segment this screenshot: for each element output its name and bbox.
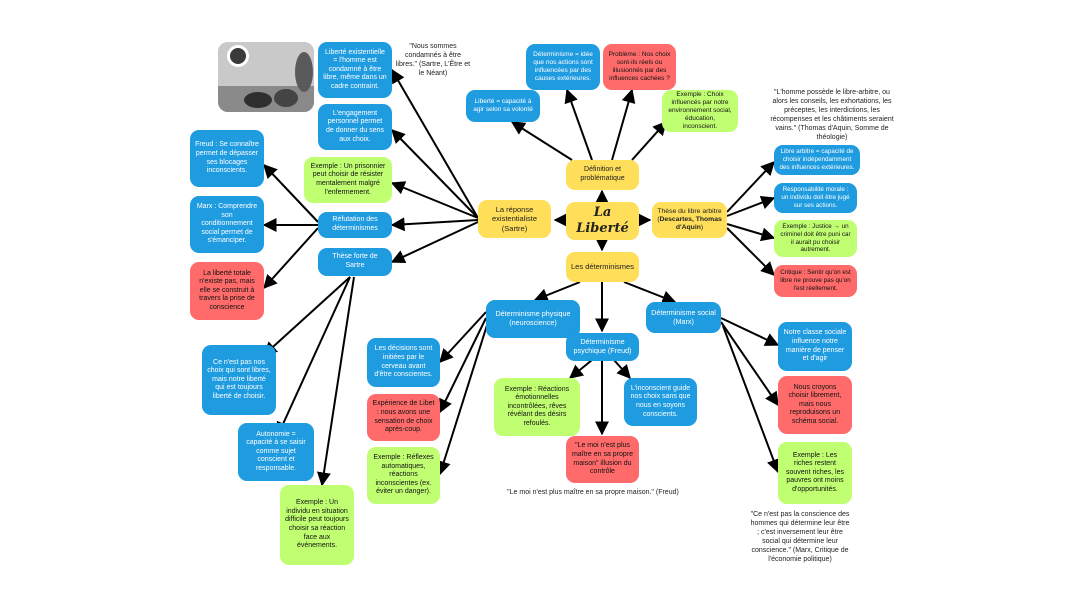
riches-example[interactable]: Exemple : Les riches restent souvent ric… xyxy=(778,442,852,504)
sartre-photo xyxy=(218,42,314,112)
liberte-construite[interactable]: La liberté totale n'existe pas, mais ell… xyxy=(190,262,264,320)
prisonnier-example[interactable]: Exemple : Un prisonnier peut choisir de … xyxy=(304,157,392,203)
sartre-quote: "Nous sommes condamnés à être libres." (… xyxy=(395,43,471,78)
critique-node[interactable]: Critique : Sentir qu'on est libre ne pro… xyxy=(774,265,857,297)
responsabilite-node[interactable]: Responsabilité morale : un individu doit… xyxy=(774,183,857,213)
engagement-node[interactable]: L'engagement personnel permet de donner … xyxy=(318,104,392,150)
determinisme-social[interactable]: Déterminisme social (Marx) xyxy=(646,302,721,333)
inconscient-node[interactable]: L'inconscient guide nos choix sans que n… xyxy=(624,378,697,426)
determinismes-node[interactable]: Les déterminismes xyxy=(566,252,639,282)
reflexes-example[interactable]: Exemple : Réflexes automatiques, réactio… xyxy=(367,447,440,504)
libre-arbitre-authors: Descartes, Thomas d'Aquin xyxy=(659,215,722,232)
determinisme-psychique[interactable]: Déterminisme psychique (Freud) xyxy=(566,333,639,361)
liberte-existentielle[interactable]: Liberté existentielle = l'homme est cond… xyxy=(318,42,392,98)
reactions-example[interactable]: Exemple : Réactions émotionnelles incont… xyxy=(494,378,580,436)
marx-refutation[interactable]: Marx : Comprendre son conditionnement so… xyxy=(190,196,264,253)
libre-arbitre-title: Thèse du libre arbitre ( xyxy=(657,207,722,223)
thomas-aquin-quote: "L'homme possède le libre-arbitre, ou al… xyxy=(770,89,894,142)
determinisme-definition[interactable]: Déterminisme = idée que nos actions sont… xyxy=(526,44,600,90)
existentialist-node[interactable]: La réponse existentialiste (Sartre) xyxy=(478,200,551,238)
determinisme-physique[interactable]: Déterminisme physique (neuroscience) xyxy=(486,300,580,338)
center-node-la-liberte[interactable]: La Liberté xyxy=(566,202,639,240)
libet-node[interactable]: Expérience de Libet : nous avons une sen… xyxy=(367,394,440,441)
autonomie-node[interactable]: Autonomie = capacité à se saisir comme s… xyxy=(238,423,314,481)
libre-arbitre-node[interactable]: Thèse du libre arbitre (Descartes, Thoma… xyxy=(652,202,727,238)
individu-example[interactable]: Exemple : Un individu en situation diffi… xyxy=(280,485,354,565)
photo-image-icon xyxy=(218,42,314,112)
freud-quote: "Le moi n'est plus maître en sa propre m… xyxy=(507,489,679,496)
refutation-node[interactable]: Réfutation des déterminismes xyxy=(318,212,392,238)
freud-refutation[interactable]: Freud : Se connaître permet de dépasser … xyxy=(190,130,264,187)
these-forte-node[interactable]: Thèse forte de Sartre xyxy=(318,248,392,276)
definition-node[interactable]: Définition et problématique xyxy=(566,160,639,190)
liberte-definition[interactable]: Liberté = capacité à agir selon sa volon… xyxy=(466,90,540,122)
marx-quote: "Ce n'est pas la conscience des hommes q… xyxy=(750,511,850,564)
choix-influences-example[interactable]: Exemple : Choix influencés par notre env… xyxy=(662,90,738,132)
classe-sociale-node[interactable]: Notre classe sociale influence notre man… xyxy=(778,322,852,371)
moi-maitre-node[interactable]: "Le moi n'est plus maître en sa propre m… xyxy=(566,436,639,483)
justice-example[interactable]: Exemple : Justice → un criminel doit êtr… xyxy=(774,220,857,257)
libre-arbitre-title-end: ) xyxy=(700,224,704,232)
nos-choix-node[interactable]: Ce n'est pas nos choix qui sont libres, … xyxy=(202,345,276,415)
decisions-node[interactable]: Les décisions sont initiées par le cerve… xyxy=(367,338,440,387)
libre-arbitre-definition[interactable]: Libre arbitre = capacité de choisir indé… xyxy=(774,145,860,175)
probleme-node[interactable]: Problème : Nos choix sont-ils réels ou i… xyxy=(603,44,676,90)
croyons-node[interactable]: Nous croyons choisir librement, mais nou… xyxy=(778,376,852,434)
